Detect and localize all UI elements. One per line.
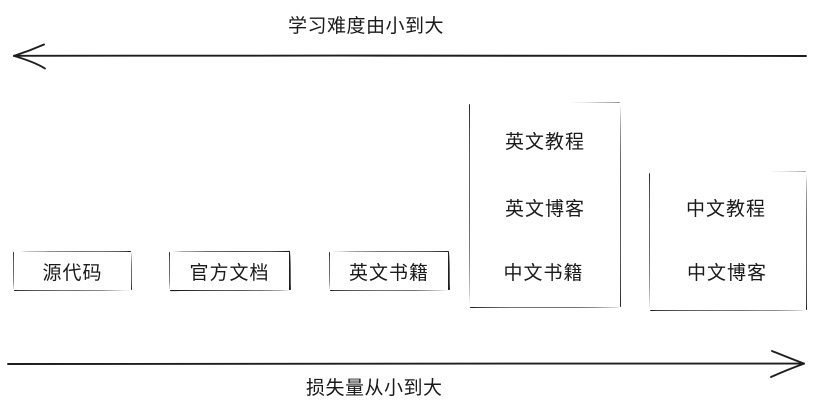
- node-label-english-blog: 英文博客: [504, 199, 585, 220]
- node-chinese-tutorial[interactable]: 中文教程: [662, 189, 790, 225]
- node-label-english-tutorial: 英文教程: [504, 131, 585, 153]
- node-label-chinese-blog: 中文博客: [686, 263, 767, 284]
- node-chinese-books[interactable]: 中文书籍: [487, 253, 600, 290]
- node-label-chinese-tutorial: 中文教程: [685, 198, 766, 220]
- node-label-official-docs: 官方文档: [189, 262, 270, 284]
- node-label-chinese-books: 中文书籍: [503, 263, 584, 284]
- node-english-books[interactable]: 英文书籍: [330, 252, 448, 290]
- top-axis-label: 学习难度由小到大: [288, 16, 445, 37]
- node-official-docs[interactable]: 官方文档: [170, 252, 289, 290]
- node-label-source-code: 源代码: [42, 262, 103, 284]
- top-axis-arrow: [13, 43, 807, 70]
- node-english-blog[interactable]: 英文博客: [490, 190, 600, 225]
- bottom-axis-label: 损失量从小到大: [306, 378, 443, 399]
- node-english-tutorial[interactable]: 英文教程: [490, 123, 600, 157]
- node-label-english-books: 英文书籍: [348, 262, 429, 284]
- node-chinese-blog[interactable]: 中文博客: [667, 253, 787, 290]
- node-source-code[interactable]: 源代码: [14, 252, 131, 290]
